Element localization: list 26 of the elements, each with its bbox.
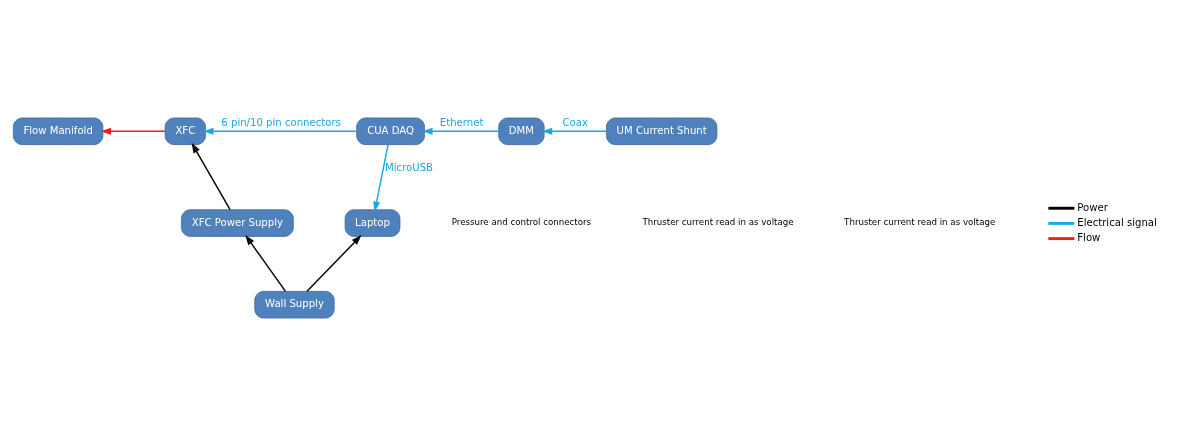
- legend-label: Flow: [1077, 231, 1101, 243]
- node-box: UM Current Shunt: [606, 117, 718, 145]
- label: Thruster current read in as voltage: [844, 216, 996, 227]
- legend-label: Power: [1077, 201, 1108, 213]
- arrow: [191, 142, 231, 210]
- arrow: [203, 127, 358, 135]
- node-box: Laptop: [344, 208, 401, 237]
- arrow: [422, 127, 500, 135]
- node-box: CUA DAQ: [356, 117, 425, 145]
- arrow: [306, 234, 362, 292]
- node-box: XFC Power Supply: [181, 208, 294, 237]
- arrow: [373, 143, 389, 212]
- label: Pressure and control connectors: [451, 216, 592, 227]
- node-box: Wall Supply: [254, 290, 335, 318]
- arrow: [245, 234, 287, 292]
- edge-label: MicroUSB: [385, 161, 434, 173]
- node-box: DMM: [498, 117, 545, 145]
- edge-label: 6 pin/10 pin connectors: [221, 116, 341, 128]
- arrow: [542, 127, 607, 135]
- arrow: [100, 127, 166, 135]
- node-box: XFC: [164, 117, 206, 145]
- label: Thruster current read in as voltage: [642, 216, 794, 227]
- edge-label: Coax: [562, 116, 588, 128]
- legend-label: Electrical signal: [1077, 216, 1157, 228]
- edge-label: Ethernet: [439, 116, 484, 128]
- node-box: Flow Manifold: [12, 117, 104, 145]
